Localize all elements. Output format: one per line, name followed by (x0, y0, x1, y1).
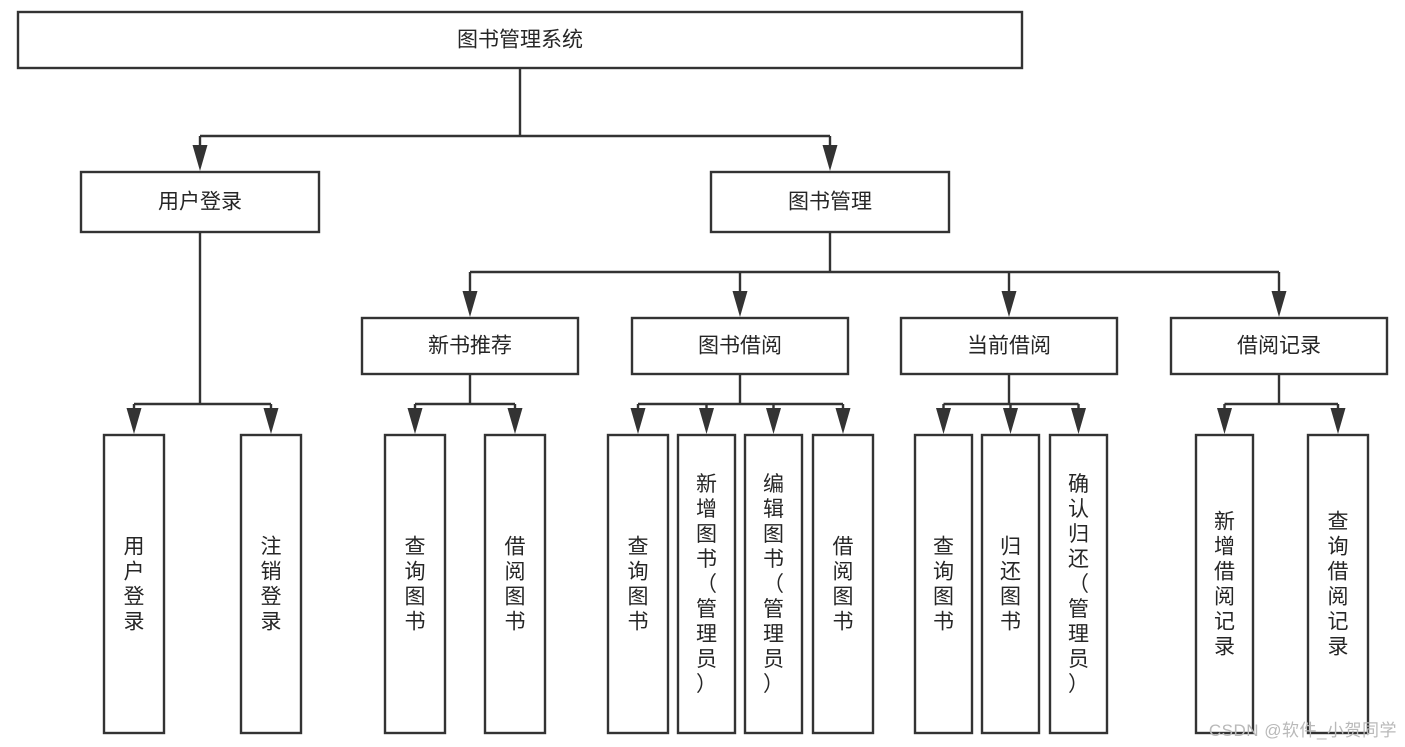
node-f2[interactable]: 注销登录 (239, 433, 303, 735)
connector-group (126, 232, 279, 434)
node-label: 编辑图书（管理员） (763, 473, 784, 696)
node-f11[interactable]: 确认归还（管理员） (1048, 433, 1109, 735)
node-f6[interactable]: 新增图书（管理员） (676, 433, 737, 735)
node-label: 借阅图书 (833, 536, 854, 634)
node-label: 用户登录 (158, 191, 242, 214)
node-f7[interactable]: 编辑图书（管理员） (743, 433, 804, 735)
node-l2b[interactable]: 图书借阅 (630, 316, 850, 376)
node-f4[interactable]: 借阅图书 (483, 433, 547, 735)
node-box[interactable] (630, 316, 850, 376)
node-box[interactable] (811, 433, 875, 735)
node-label: 当前借阅 (967, 335, 1051, 358)
node-label: 借阅图书 (505, 536, 526, 634)
node-box[interactable] (360, 316, 580, 376)
node-label: 查询借阅记录 (1328, 511, 1349, 659)
node-l2d[interactable]: 借阅记录 (1169, 316, 1389, 376)
node-box[interactable] (102, 433, 166, 735)
node-l2c[interactable]: 当前借阅 (899, 316, 1119, 376)
node-f1[interactable]: 用户登录 (102, 433, 166, 735)
node-box[interactable] (743, 433, 804, 735)
node-f9[interactable]: 查询图书 (913, 433, 974, 735)
node-label: 查询图书 (405, 536, 426, 634)
node-label: 新增借阅记录 (1214, 511, 1235, 659)
node-box[interactable] (79, 170, 321, 234)
node-box[interactable] (16, 10, 1024, 70)
node-box[interactable] (1194, 433, 1255, 735)
connector-group (462, 232, 1287, 317)
node-label: 图书借阅 (698, 335, 782, 358)
node-label: 用户登录 (124, 536, 145, 634)
node-l1a[interactable]: 用户登录 (79, 170, 321, 234)
node-box[interactable] (709, 170, 951, 234)
node-label: 查询图书 (933, 536, 954, 634)
node-box[interactable] (239, 433, 303, 735)
node-box[interactable] (1169, 316, 1389, 376)
node-box[interactable] (1048, 433, 1109, 735)
node-label: 归还图书 (1000, 536, 1021, 634)
node-box[interactable] (483, 433, 547, 735)
node-box[interactable] (899, 316, 1119, 376)
node-l2a[interactable]: 新书推荐 (360, 316, 580, 376)
node-box[interactable] (1306, 433, 1370, 735)
node-box[interactable] (913, 433, 974, 735)
connector-layer (126, 68, 1346, 434)
node-label: 注销登录 (261, 536, 282, 634)
node-root[interactable]: 图书管理系统 (16, 10, 1024, 70)
connector-group (407, 374, 523, 434)
connector-group (936, 374, 1086, 434)
node-f13[interactable]: 查询借阅记录 (1306, 433, 1370, 735)
node-layer: 图书管理系统用户登录图书管理新书推荐图书借阅当前借阅借阅记录用户登录注销登录查询… (16, 10, 1389, 735)
connector-group (1217, 374, 1346, 434)
node-label: 借阅记录 (1237, 335, 1321, 358)
node-f8[interactable]: 借阅图书 (811, 433, 875, 735)
node-f12[interactable]: 新增借阅记录 (1194, 433, 1255, 735)
node-label: 图书管理 (788, 191, 872, 214)
node-f5[interactable]: 查询图书 (606, 433, 670, 735)
node-l1b[interactable]: 图书管理 (709, 170, 951, 234)
node-box[interactable] (676, 433, 737, 735)
connector-group (630, 374, 851, 434)
node-f3[interactable]: 查询图书 (383, 433, 447, 735)
node-label: 确认归还（管理员） (1068, 473, 1089, 696)
node-label: 新增图书（管理员） (696, 473, 717, 696)
connector-group (192, 68, 838, 171)
node-label: 查询图书 (628, 536, 649, 634)
node-box[interactable] (980, 433, 1041, 735)
node-box[interactable] (383, 433, 447, 735)
node-f10[interactable]: 归还图书 (980, 433, 1041, 735)
node-label: 图书管理系统 (457, 29, 583, 52)
node-label: 新书推荐 (428, 335, 512, 358)
node-box[interactable] (606, 433, 670, 735)
